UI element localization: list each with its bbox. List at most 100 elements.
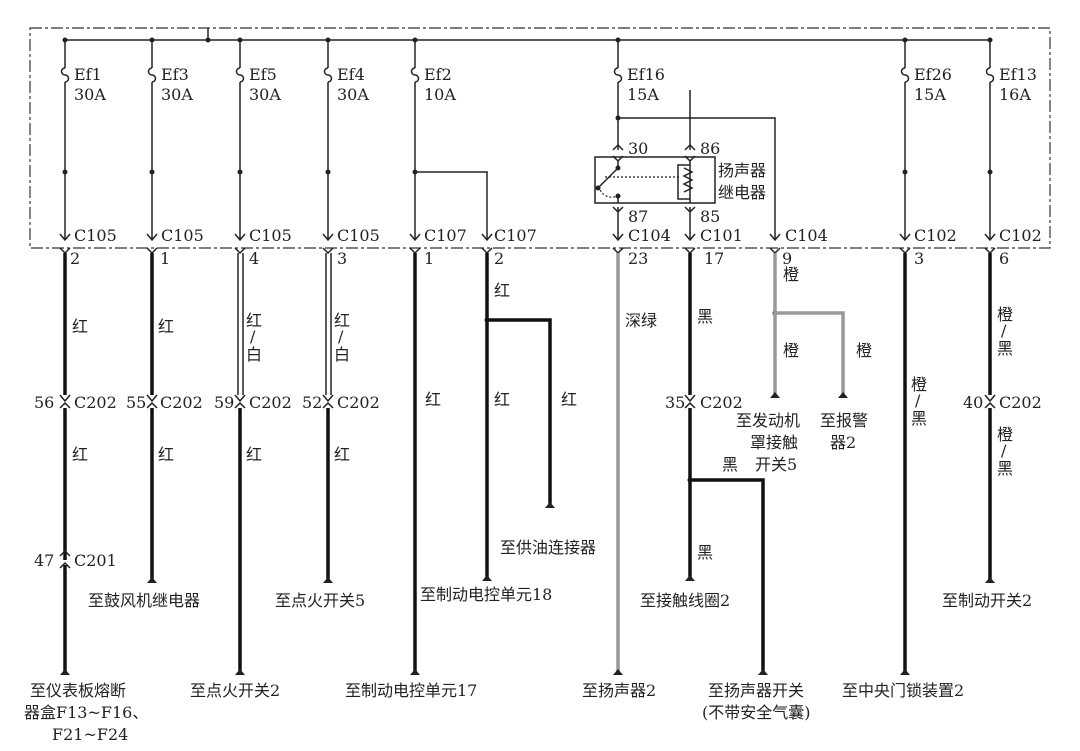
diagram-label: Ef5 [249, 65, 277, 84]
diagram-label: 1 [424, 249, 434, 268]
diagram-label: C202 [337, 393, 380, 412]
internal-wires [64, 40, 991, 240]
diagram-label: 至中央门锁装置2 [842, 681, 964, 700]
diagram-label: (不带安全气囊) [702, 703, 811, 722]
diagram-label: 47 [34, 551, 54, 570]
diagram-label: C105 [337, 226, 380, 245]
diagram-label: 红 [72, 445, 88, 464]
diagram-label: 30 [628, 139, 648, 158]
diagram-label: 红 [72, 317, 88, 336]
diagram-label: 红 [246, 311, 262, 330]
diagram-label: 黑 [997, 459, 1013, 478]
diagram-label: 至制动开关2 [942, 591, 1032, 610]
diagram-label: 白 [246, 345, 262, 364]
diagram-label: 橙 [783, 265, 799, 284]
diagram-label: 55 [126, 393, 146, 412]
diagram-label: C105 [161, 226, 204, 245]
diagram-label: 红 [158, 317, 174, 336]
diagram-label: C101 [700, 226, 743, 245]
diagram-label: 9 [782, 249, 792, 268]
diagram-label: 40 [963, 393, 983, 412]
diagram-label: Ef16 [627, 65, 665, 84]
diagram-label: / [338, 327, 344, 346]
diagram-label: C202 [74, 393, 117, 412]
diagram-label: 至接触线圈2 [640, 591, 730, 610]
diagram-label: 红 [334, 445, 350, 464]
diagram-label: 17 [704, 249, 724, 268]
diagram-label: C102 [914, 226, 957, 245]
diagram-label: F21~F24 [52, 725, 128, 744]
diagram-label: 器盒F13~F16、 [24, 703, 148, 722]
diagram-label: / [1001, 441, 1007, 460]
diagram-label: Ef4 [337, 65, 365, 84]
diagram-label: 白 [334, 345, 350, 364]
diagram-label: C107 [494, 226, 537, 245]
diagram-label: 红 [425, 390, 441, 409]
diagram-label: 橙 [997, 305, 1013, 324]
diagram-label: 深绿 [625, 311, 657, 330]
diagram-label: Ef2 [424, 65, 452, 84]
diagram-label: C102 [999, 226, 1042, 245]
diagram-label: 红 [561, 390, 577, 409]
diagram-label: 橙 [783, 341, 799, 360]
diagram-label: C202 [700, 393, 743, 412]
diagram-label: Ef1 [74, 65, 102, 84]
fuse-box-boundary [29, 27, 1051, 249]
diagram-label: Ef26 [914, 65, 952, 84]
diagram-label: C104 [628, 226, 671, 245]
diagram-label: 至扬声器2 [582, 681, 656, 700]
diagram-label: Ef13 [999, 65, 1037, 84]
diagram-label: 15A [627, 85, 659, 104]
diagram-label: C105 [74, 226, 117, 245]
diagram-label: 3 [914, 249, 924, 268]
diagram-label: 10A [424, 85, 456, 104]
diagram-label: 30A [161, 85, 193, 104]
diagram-label: 黑 [911, 409, 927, 428]
diagram-label: 30A [337, 85, 369, 104]
diagram-label: 6 [999, 249, 1009, 268]
diagram-label: 橙 [997, 425, 1013, 444]
diagram-label: 至点火开关5 [275, 591, 365, 610]
diagram-label: 3 [337, 249, 347, 268]
diagram-label: 56 [34, 393, 54, 412]
diagram-label: 16A [999, 85, 1031, 104]
diagram-label: 至制动电控单元17 [345, 681, 477, 700]
diagram-label: 继电器 [718, 183, 766, 202]
diagram-label: 黑 [697, 307, 713, 326]
diagram-label: 开关5 [755, 455, 797, 474]
diagram-label: / [915, 391, 921, 410]
diagram-label: 23 [628, 249, 648, 268]
diagram-label: C202 [249, 393, 292, 412]
diagram-label: 罩接触 [750, 433, 798, 452]
diagram-label: 至供油连接器 [500, 538, 596, 557]
diagram-label: 52 [302, 393, 322, 412]
diagram-label: 橙 [911, 375, 927, 394]
diagram-label: Ef3 [161, 65, 189, 84]
diagram-label: 2 [494, 249, 504, 268]
diagram-label: 35 [665, 393, 685, 412]
diagram-label: 至发动机 [736, 411, 800, 430]
diagram-label: 15A [914, 85, 946, 104]
diagram-label: 87 [628, 207, 648, 226]
diagram-label: 86 [700, 139, 720, 158]
diagram-label: / [250, 327, 256, 346]
harness-wires [59, 253, 996, 675]
diagram-label: 2 [70, 249, 80, 268]
diagram-label: 黑 [697, 543, 713, 562]
diagram-label: C104 [785, 226, 828, 245]
diagram-label: 至扬声器开关 [708, 681, 804, 700]
diagram-label: 4 [249, 249, 259, 268]
diagram-label: 59 [214, 393, 234, 412]
diagram-label: 红 [494, 390, 510, 409]
diagram-label: C202 [999, 393, 1042, 412]
diagram-label: 黑 [722, 455, 738, 474]
diagram-label: 至鼓风机继电器 [88, 591, 200, 610]
diagram-label: 30A [74, 85, 106, 104]
fuse-symbols [60, 67, 995, 83]
